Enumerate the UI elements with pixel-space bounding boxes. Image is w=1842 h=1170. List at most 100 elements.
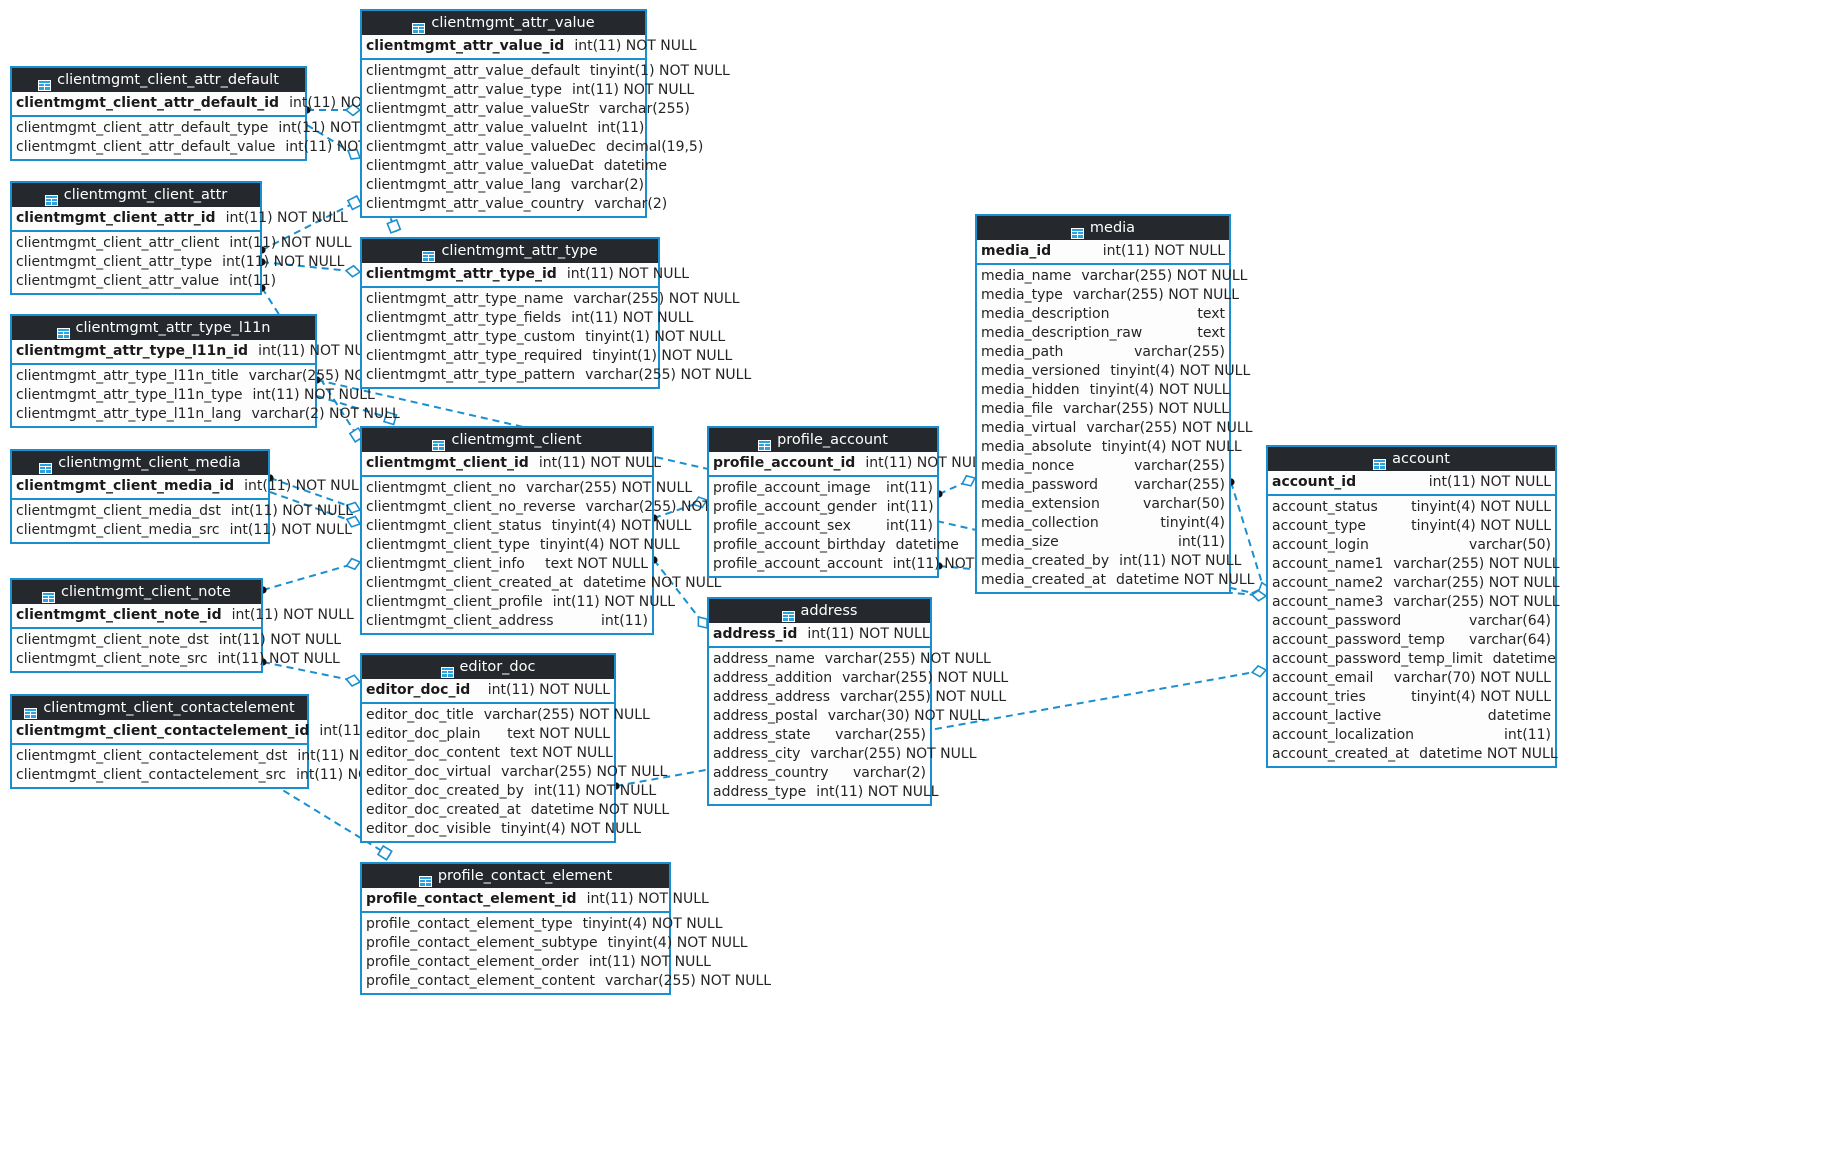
er-table-clientmgmt_client_note[interactable]: clientmgmt_client_note clientmgmt_client_… <box>10 578 354 673</box>
table-header[interactable]: clientmgmt_attr_value <box>362 11 645 35</box>
table-header[interactable]: clientmgmt_client_contactelement <box>12 696 307 720</box>
table-header[interactable]: clientmgmt_client_note <box>12 580 261 604</box>
table-header[interactable]: clientmgmt_client_media <box>12 451 268 475</box>
table-header[interactable]: editor_doc <box>362 655 614 679</box>
table-header[interactable]: clientmgmt_attr_type <box>362 239 658 263</box>
table-header[interactable]: media <box>977 216 1229 240</box>
er-table-clientmgmt_client_attr[interactable]: clientmgmt_client_attr clientmgmt_client_… <box>10 181 352 295</box>
er-table-clientmgmt_attr_value[interactable]: clientmgmt_attr_value clientmgmt_attr_val… <box>360 9 730 218</box>
table-header[interactable]: account <box>1268 447 1555 471</box>
table-header[interactable]: clientmgmt_client_attr <box>12 183 260 207</box>
table-header[interactable]: profile_contact_element <box>362 864 669 888</box>
table-header[interactable]: clientmgmt_attr_type_l11n <box>12 316 315 340</box>
table-header[interactable]: clientmgmt_client_attr_default <box>12 68 305 92</box>
